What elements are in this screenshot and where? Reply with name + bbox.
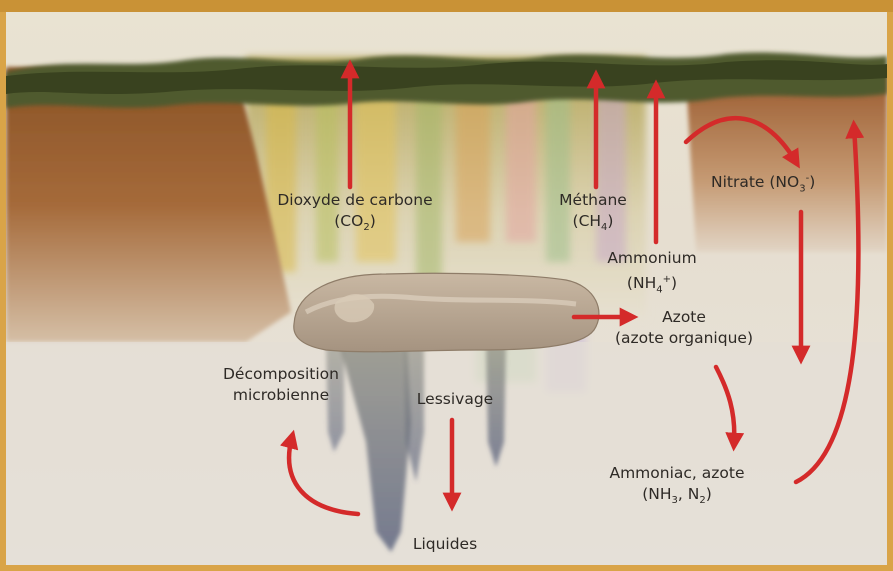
label-nitrate: Nitrate (NO3-): [711, 168, 861, 199]
label-decomposition-line1: Décomposition: [206, 364, 356, 385]
label-ammonium: Ammonium (NH4+): [602, 248, 702, 300]
label-co2: Dioxyde de carbone (CO2): [265, 190, 445, 238]
label-ammonium-post: ): [671, 274, 677, 292]
label-co2-post: ): [370, 212, 376, 230]
label-liquides-text: Liquides: [413, 535, 477, 553]
label-decomposition-line2: microbienne: [206, 385, 356, 406]
septic-tank: [294, 273, 599, 352]
label-co2-line1: Dioxyde de carbone: [265, 190, 445, 211]
top-band: [0, 0, 893, 12]
label-ammoniac-a: (NH: [642, 485, 671, 503]
label-nitrate-pre: Nitrate (NO: [711, 173, 799, 191]
label-nitrate-sub: 3: [799, 183, 805, 194]
label-ammoniac-b: , N: [678, 485, 699, 503]
label-ammonium-line1: Ammonium: [602, 248, 702, 269]
label-azote-line2: (azote organique): [594, 328, 774, 349]
label-decomposition: Décomposition microbienne: [206, 364, 356, 406]
soil-illustration-panel: Dioxyde de carbone (CO2) Méthane (CH4) N…: [6, 12, 887, 565]
label-ch4: Méthane (CH4): [548, 190, 638, 238]
label-co2-pre: (CO: [334, 212, 363, 230]
label-ammoniac: Ammoniac, azote (NH3, N2): [592, 463, 762, 511]
label-ammoniac-line1: Ammoniac, azote: [592, 463, 762, 484]
lower-soil-wash: [6, 342, 887, 565]
label-lessivage: Lessivage: [410, 389, 500, 410]
label-ammonium-pre: (NH: [627, 274, 656, 292]
label-ch4-line1: Méthane: [548, 190, 638, 211]
label-ammonium-sub: 4: [656, 284, 662, 295]
label-azote-line1: Azote: [594, 307, 774, 328]
label-ch4-pre: (CH: [573, 212, 602, 230]
label-lessivage-text: Lessivage: [417, 390, 493, 408]
label-nitrate-post: ): [809, 173, 815, 191]
label-azote: Azote (azote organique): [594, 307, 774, 349]
label-liquides: Liquides: [400, 534, 490, 555]
label-ammonium-sup: +: [663, 274, 671, 285]
label-ch4-post: ): [607, 212, 613, 230]
label-ammoniac-c: ): [706, 485, 712, 503]
